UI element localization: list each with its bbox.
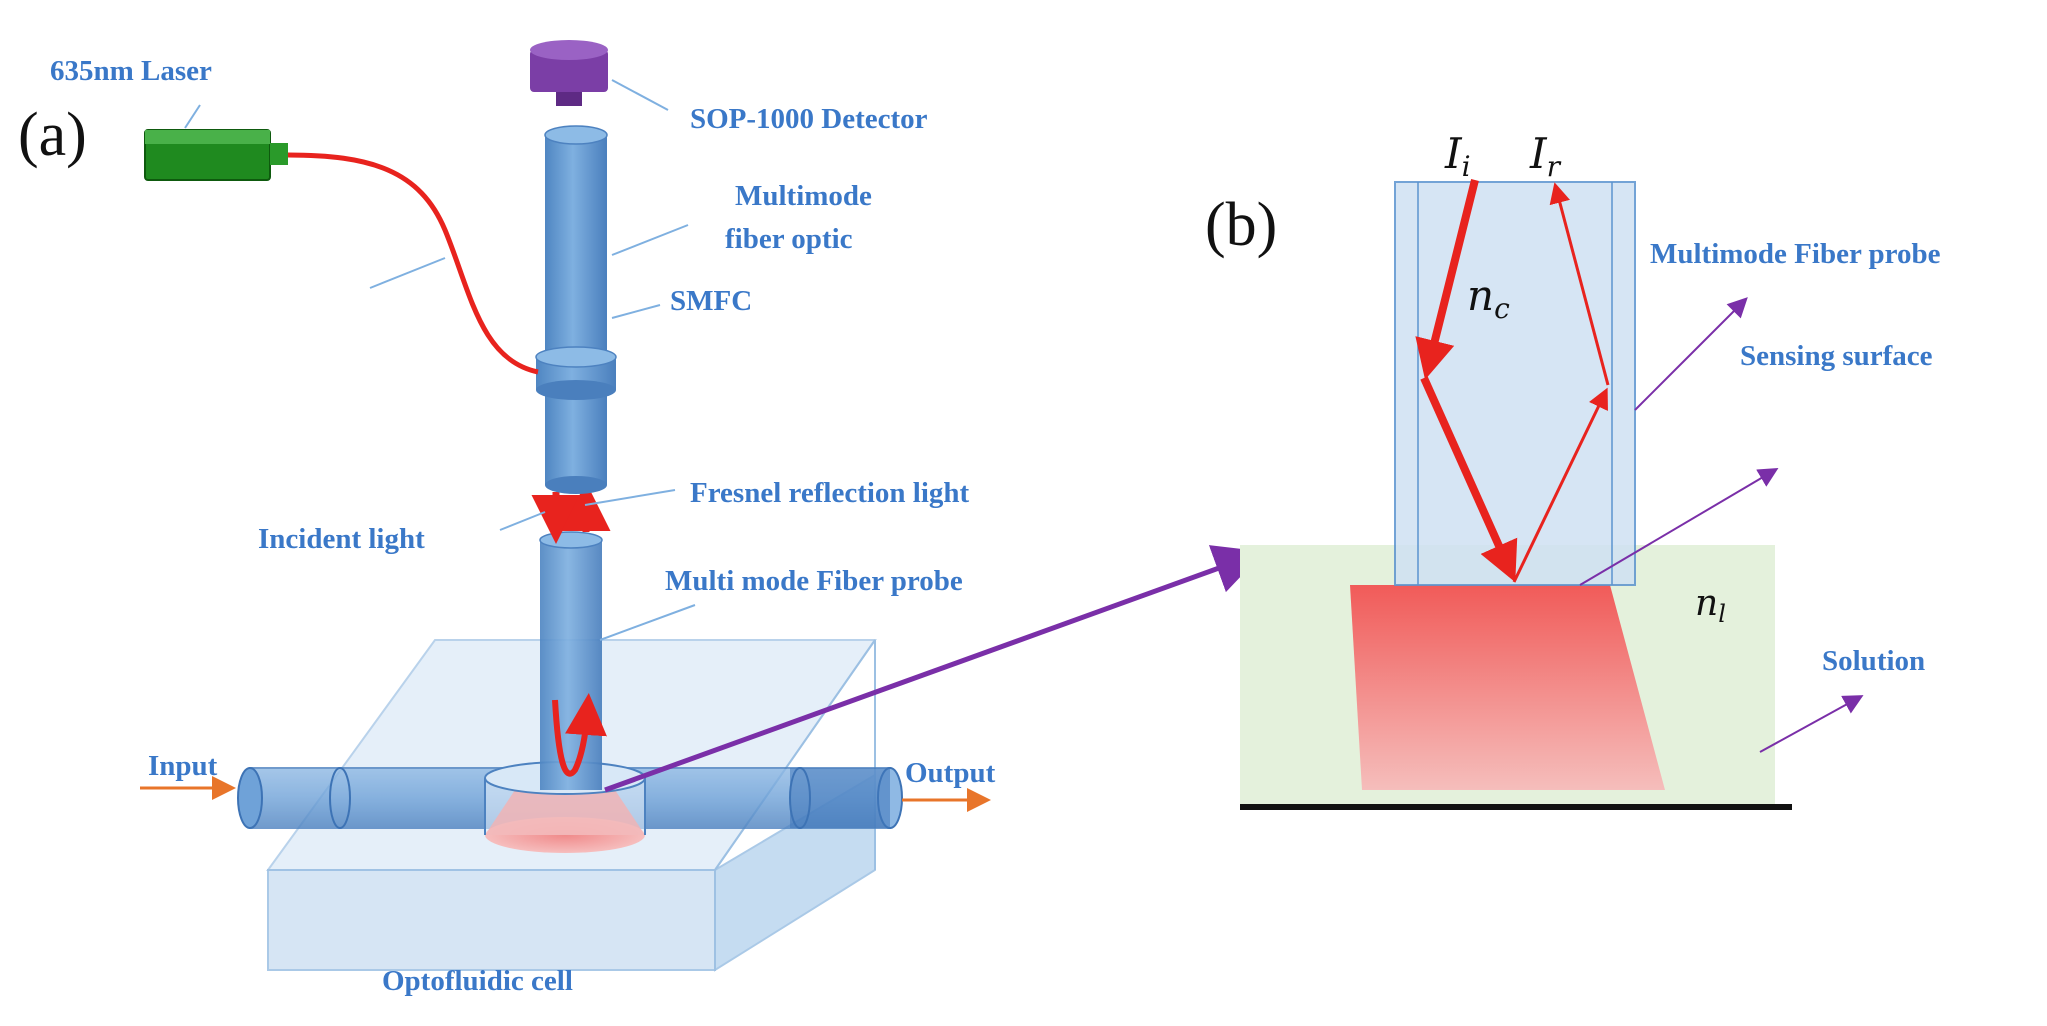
fresnel-label: Fresnel reflection light [690, 477, 970, 509]
ray-paths [1415, 179, 1610, 583]
panel-a-leader-lines [184, 79, 696, 641]
incident-light-label: Incident light [258, 523, 425, 555]
fiber-probe-label-b: Multimode Fiber probe [1650, 238, 1941, 270]
input-label: Input [148, 750, 218, 782]
symbol-reflected-intensity: Ir [1529, 129, 1562, 183]
fiber-optic-label-line1: Multimode [735, 180, 872, 212]
sensing-well [484, 761, 646, 853]
laser-source [144, 129, 288, 181]
laser-fiber-cable [287, 152, 539, 375]
probe-fiber-cylinder [539, 531, 603, 790]
output-label: Output [905, 757, 996, 789]
panel-a-tag: (a) [18, 101, 87, 169]
sop-1000-detector [530, 40, 608, 106]
smfc-connector [535, 346, 617, 400]
multimode-fiber-cylinder [544, 125, 608, 494]
probe-label: Multi mode Fiber probe [665, 565, 963, 597]
panel-b-tag: (b) [1205, 191, 1277, 259]
zoom-connector-arrow [604, 545, 1265, 793]
symbol-incident-intensity: Ii [1444, 129, 1471, 183]
smfc-label: SMFC [670, 285, 752, 317]
solution-label: Solution [1822, 645, 1925, 677]
optofluidic-cell-label: Optofluidic cell [382, 965, 573, 997]
fiber-optic-label-line2: fiber optic [725, 223, 853, 255]
illuminated-field [1350, 585, 1665, 790]
probe-cross-section [1394, 181, 1636, 586]
detector-label: SOP-1000 Detector [690, 103, 928, 135]
panel-b-leader-lines [1579, 297, 1864, 753]
symbol-core-index: nc [1467, 271, 1510, 325]
sensing-surface-label: Sensing surface [1740, 340, 1933, 372]
symbol-liquid-index: nl [1695, 583, 1726, 628]
probe-reflection-loop [552, 693, 607, 777]
laser-label: 635nm Laser [50, 55, 212, 87]
